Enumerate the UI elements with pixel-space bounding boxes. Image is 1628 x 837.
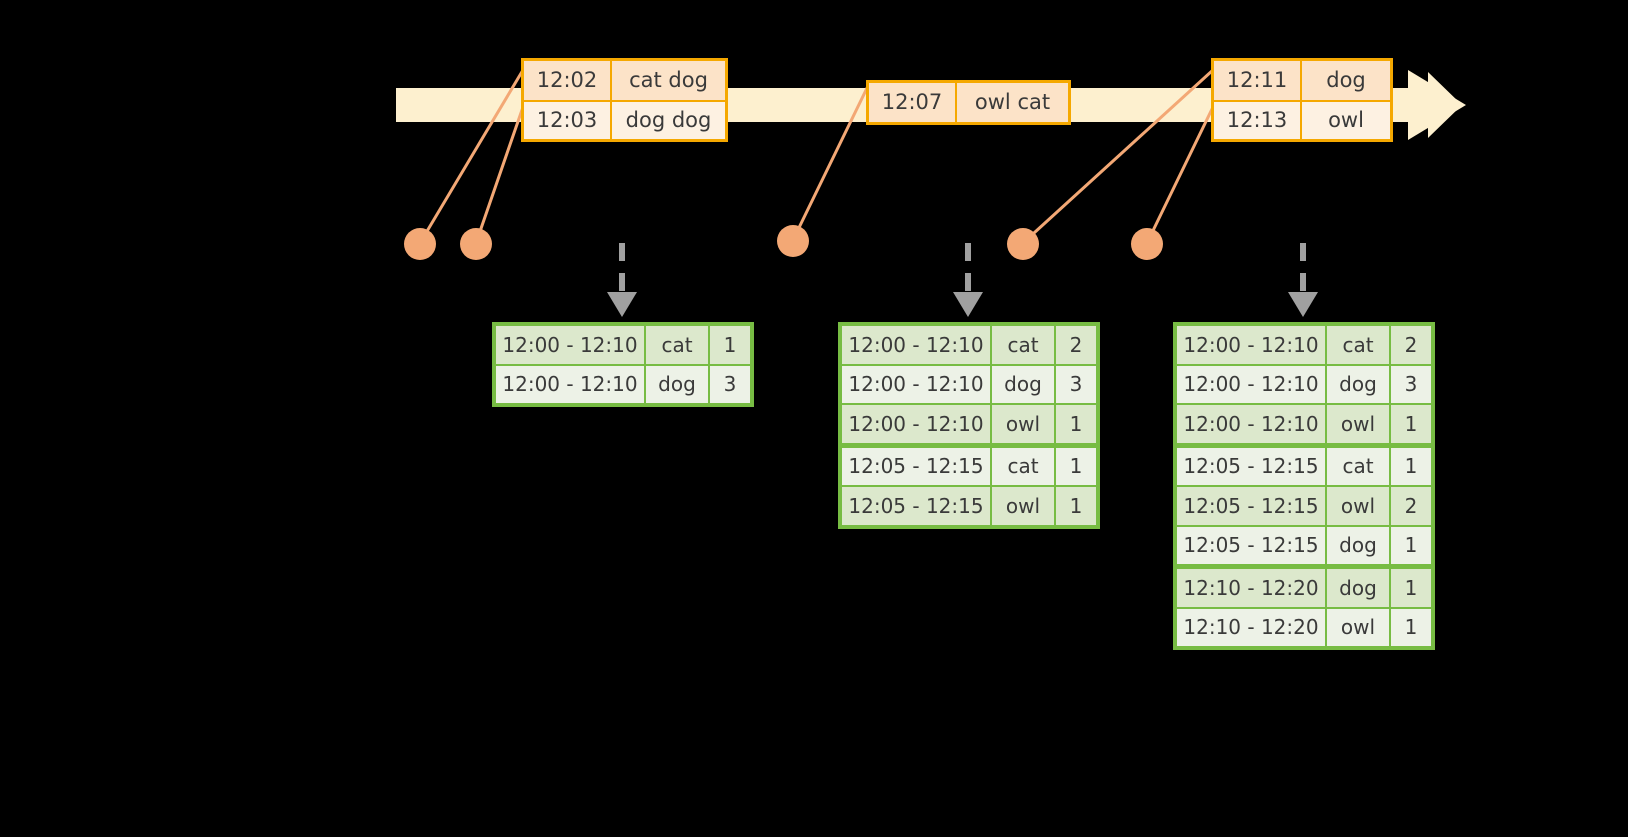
table-row: 12:00 - 12:10 cat 2 bbox=[842, 326, 1096, 364]
count-cell: 2 bbox=[1391, 487, 1431, 525]
table-row: 12:05 - 12:15 owl 1 bbox=[842, 487, 1096, 525]
count-cell: 1 bbox=[1056, 487, 1096, 525]
count-cell: 2 bbox=[1391, 326, 1431, 364]
count-cell: 3 bbox=[1391, 365, 1431, 403]
event-words: cat dog bbox=[612, 61, 725, 100]
count-cell: 1 bbox=[1391, 569, 1431, 607]
window-cell: 12:00 - 12:10 bbox=[1177, 365, 1325, 403]
event-row: 12:11 dog bbox=[1214, 61, 1390, 100]
trigger-dot bbox=[1131, 228, 1163, 260]
word-cell: cat bbox=[646, 326, 708, 364]
event-words: dog bbox=[1302, 61, 1390, 100]
event-timestamp: 12:03 bbox=[524, 102, 612, 139]
window-cell: 12:00 - 12:10 bbox=[842, 405, 990, 443]
event-timestamp: 12:13 bbox=[1214, 102, 1302, 139]
word-cell: cat bbox=[992, 326, 1054, 364]
trigger-dot bbox=[777, 225, 809, 257]
result-arrow-heads bbox=[607, 292, 1318, 317]
table-row: 12:05 - 12:15 cat 1 bbox=[842, 447, 1096, 485]
window-cell: 12:10 - 12:20 bbox=[1177, 569, 1325, 607]
word-cell: dog bbox=[1327, 365, 1389, 403]
table-row: 12:00 - 12:10 dog 3 bbox=[496, 365, 750, 403]
event-row: 12:07 owl cat bbox=[869, 83, 1068, 122]
count-cell: 1 bbox=[1391, 405, 1431, 443]
word-cell: cat bbox=[1327, 447, 1389, 485]
window-cell: 12:00 - 12:10 bbox=[496, 365, 644, 403]
word-cell: dog bbox=[1327, 569, 1389, 607]
event-words: owl cat bbox=[957, 83, 1068, 122]
trigger-dot bbox=[1007, 228, 1039, 260]
table-row: 12:00 - 12:10 owl 1 bbox=[842, 405, 1096, 443]
word-cell: dog bbox=[646, 365, 708, 403]
count-cell: 2 bbox=[1056, 326, 1096, 364]
count-cell: 1 bbox=[1056, 405, 1096, 443]
event-row: 12:13 owl bbox=[1214, 100, 1390, 139]
word-cell: dog bbox=[1327, 526, 1389, 564]
count-cell: 1 bbox=[710, 326, 750, 364]
window-cell: 12:05 - 12:15 bbox=[1177, 526, 1325, 564]
trigger-dots bbox=[404, 225, 1163, 260]
word-cell: cat bbox=[1327, 326, 1389, 364]
event-timestamp: 12:11 bbox=[1214, 61, 1302, 100]
result-table-2: 12:00 - 12:10 cat 2 12:00 - 12:10 dog 3 … bbox=[838, 322, 1100, 529]
table-row: 12:10 - 12:20 dog 1 bbox=[1177, 569, 1431, 607]
count-cell: 1 bbox=[1391, 608, 1431, 646]
trigger-dot bbox=[460, 228, 492, 260]
window-cell: 12:05 - 12:15 bbox=[842, 487, 990, 525]
word-cell: cat bbox=[992, 447, 1054, 485]
event-words: dog dog bbox=[612, 102, 725, 139]
word-cell: owl bbox=[992, 405, 1054, 443]
window-cell: 12:00 - 12:10 bbox=[1177, 326, 1325, 364]
event-group-1: 12:02 cat dog 12:03 dog dog bbox=[521, 58, 728, 142]
window-cell: 12:05 - 12:15 bbox=[1177, 447, 1325, 485]
event-timestamp: 12:07 bbox=[869, 83, 957, 122]
word-cell: owl bbox=[1327, 608, 1389, 646]
table-row: 12:00 - 12:10 dog 3 bbox=[1177, 365, 1431, 403]
window-cell: 12:00 - 12:10 bbox=[842, 326, 990, 364]
count-cell: 1 bbox=[1391, 526, 1431, 564]
window-cell: 12:05 - 12:15 bbox=[1177, 487, 1325, 525]
table-row: 12:00 - 12:10 dog 3 bbox=[842, 365, 1096, 403]
event-row: 12:02 cat dog bbox=[524, 61, 725, 100]
event-group-3: 12:11 dog 12:13 owl bbox=[1211, 58, 1393, 142]
table-row: 12:00 - 12:10 owl 1 bbox=[1177, 405, 1431, 443]
count-cell: 3 bbox=[710, 365, 750, 403]
table-row: 12:00 - 12:10 cat 1 bbox=[496, 326, 750, 364]
event-timestamp: 12:02 bbox=[524, 61, 612, 100]
word-cell: owl bbox=[1327, 487, 1389, 525]
table-row: 12:05 - 12:15 owl 2 bbox=[1177, 487, 1431, 525]
count-cell: 1 bbox=[1391, 447, 1431, 485]
table-row: 12:10 - 12:20 owl 1 bbox=[1177, 608, 1431, 646]
window-cell: 12:00 - 12:10 bbox=[496, 326, 644, 364]
result-table-1: 12:00 - 12:10 cat 1 12:00 - 12:10 dog 3 bbox=[492, 322, 754, 407]
word-cell: owl bbox=[992, 487, 1054, 525]
trigger-dot bbox=[404, 228, 436, 260]
word-cell: owl bbox=[1327, 405, 1389, 443]
event-words: owl bbox=[1302, 102, 1390, 139]
result-arrows bbox=[619, 243, 1306, 300]
window-cell: 12:10 - 12:20 bbox=[1177, 608, 1325, 646]
event-row: 12:03 dog dog bbox=[524, 100, 725, 139]
table-row: 12:05 - 12:15 dog 1 bbox=[1177, 526, 1431, 564]
count-cell: 1 bbox=[1056, 447, 1096, 485]
window-cell: 12:05 - 12:15 bbox=[842, 447, 990, 485]
event-group-2: 12:07 owl cat bbox=[866, 80, 1071, 125]
table-row: 12:05 - 12:15 cat 1 bbox=[1177, 447, 1431, 485]
table-row: 12:00 - 12:10 cat 2 bbox=[1177, 326, 1431, 364]
window-cell: 12:00 - 12:10 bbox=[1177, 405, 1325, 443]
result-table-3: 12:00 - 12:10 cat 2 12:00 - 12:10 dog 3 … bbox=[1173, 322, 1435, 650]
count-cell: 3 bbox=[1056, 365, 1096, 403]
window-cell: 12:00 - 12:10 bbox=[842, 365, 990, 403]
word-cell: dog bbox=[992, 365, 1054, 403]
